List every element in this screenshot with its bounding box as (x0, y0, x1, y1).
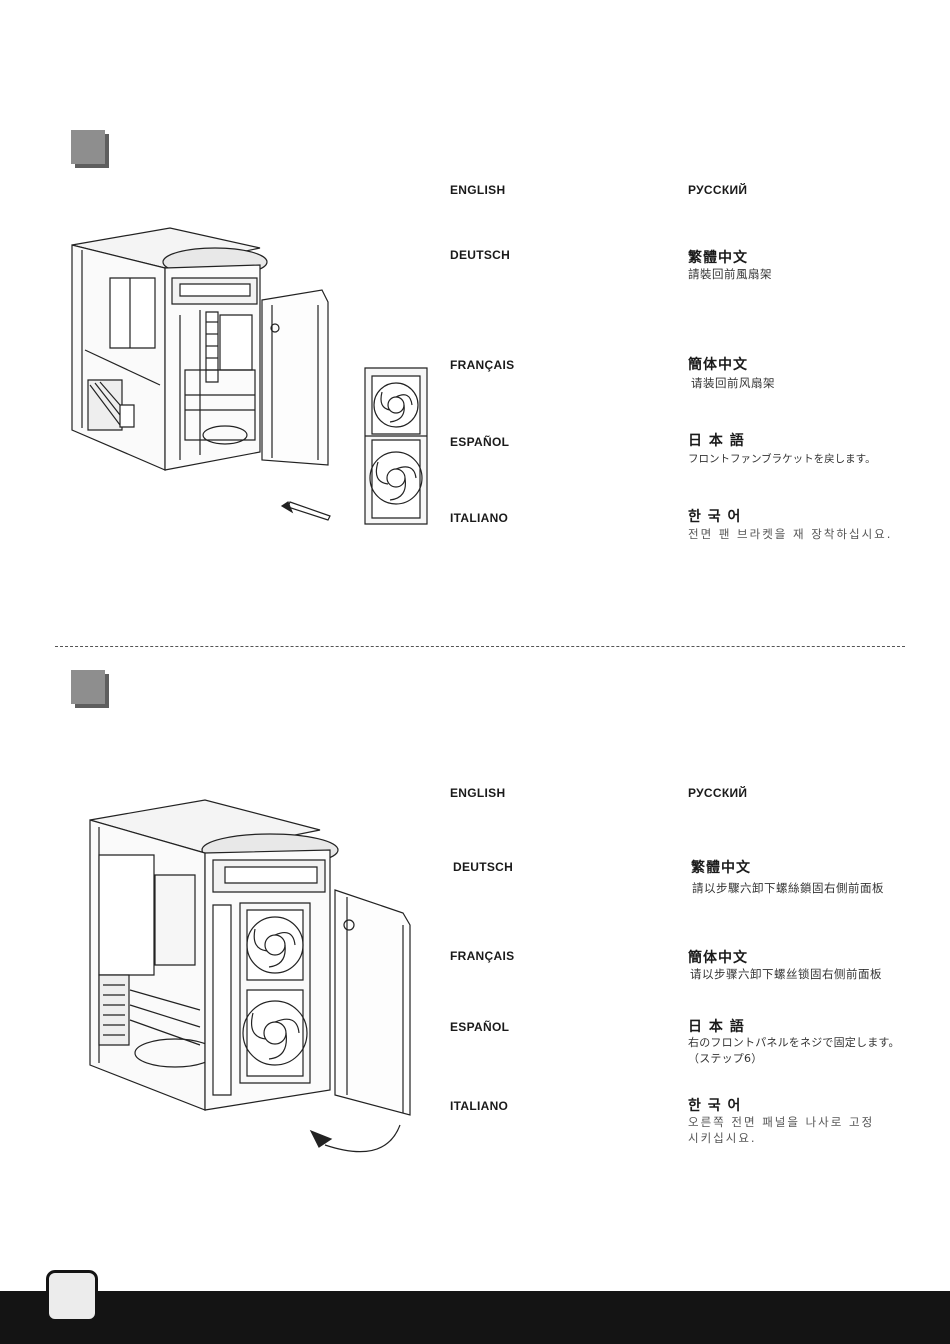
step-1-ko-heading: 한 국 어 (688, 506, 741, 526)
step-2-espanol-label: ESPAÑOL (450, 1020, 509, 1034)
step-1-ja-text: フロントファンブラケットを戻します。 (688, 451, 876, 467)
step-2-marker (71, 670, 105, 704)
step-1-zh-cn-heading: 簡体中文 (688, 354, 748, 374)
step-2-deutsch-label: DEUTSCH (453, 860, 513, 874)
step-2-russian-label: РУССКИЙ (688, 786, 747, 800)
step-1-russian-label: РУССКИЙ (688, 183, 747, 197)
step-2-zh-tw-heading: 繁體中文 (691, 857, 751, 877)
step-2-zh-tw-text: 請以步驟六卸下螺絲鎖固右側前面板 (692, 880, 884, 896)
step-2-francais-label: FRANÇAIS (450, 949, 514, 963)
section-divider (55, 646, 905, 647)
step-2-ko-text-line2: 시키십시요. (688, 1130, 757, 1146)
page-number-box (46, 1270, 98, 1322)
step-1-case-illustration (60, 220, 440, 530)
step-2-ja-text-line2: （ステップ6） (688, 1051, 762, 1067)
step-1-espanol-label: ESPAÑOL (450, 435, 509, 449)
step-1-zh-tw-heading: 繁體中文 (688, 247, 748, 267)
step-2-italiano-label: ITALIANO (450, 1099, 508, 1113)
step-2-zh-cn-text: 请以步骤六卸下螺丝锁固右侧前面板 (690, 966, 882, 982)
step-1-deutsch-label: DEUTSCH (450, 248, 510, 262)
step-2-zh-cn-heading: 簡体中文 (688, 947, 748, 967)
step-2-ko-text-line1: 오른쪽 전면 패널을 나사로 고정 (688, 1114, 874, 1130)
step-1-italiano-label: ITALIANO (450, 511, 508, 525)
step-2-ja-heading: 日 本 語 (688, 1016, 745, 1036)
step-1-english-label: ENGLISH (450, 183, 505, 197)
step-2-ja-text-line1: 右のフロントパネルをネジで固定します。 (688, 1035, 900, 1051)
step-2-case-illustration (85, 795, 425, 1155)
step-1-francais-label: FRANÇAIS (450, 358, 514, 372)
step-2-english-label: ENGLISH (450, 786, 505, 800)
step-1-zh-cn-text: 请装回前风扇架 (691, 375, 775, 391)
step-1-ko-text: 전면 팬 브라켓을 재 장착하십시요. (688, 526, 892, 542)
step-1-ja-heading: 日 本 語 (688, 430, 745, 450)
step-2-ko-heading: 한 국 어 (688, 1095, 741, 1115)
step-1-zh-tw-text: 請裝回前風扇架 (688, 266, 772, 282)
step-1-marker (71, 130, 105, 164)
footer-bar (0, 1291, 950, 1344)
